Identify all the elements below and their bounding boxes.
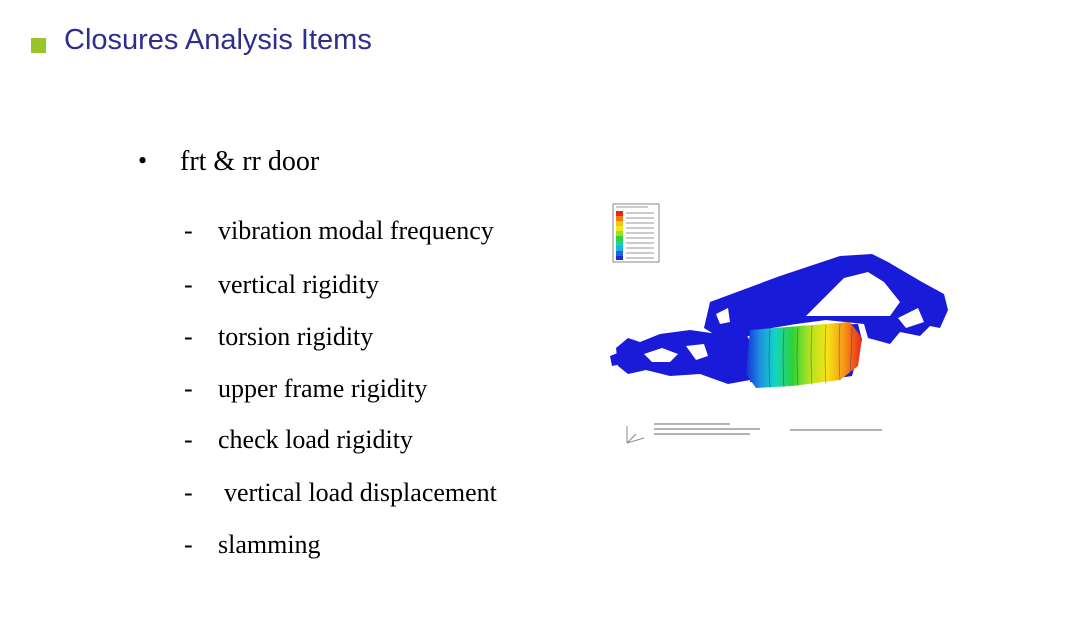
slide-title: Closures Analysis Items [64, 24, 372, 56]
subitem-dash: - [184, 374, 193, 403]
viewport-triad [626, 426, 645, 444]
subitem-dash: - [184, 322, 193, 351]
bullet-text: frt & rr door [180, 146, 320, 177]
subitem-text: torsion rigidity [218, 322, 374, 351]
subitem-text: upper frame rigidity [218, 374, 428, 403]
contour-legend [612, 203, 660, 263]
title-marker [31, 38, 46, 53]
subitem-dash: - [184, 425, 193, 454]
subitem-dash: - [184, 270, 193, 299]
subitem-text: check load rigidity [218, 425, 413, 454]
subitem-dash: - [184, 530, 193, 559]
subitem-vertical-rigidity: -vertical rigidity [184, 270, 379, 300]
subitem-vibration-modal-frequency: -vibration modal frequency [184, 216, 494, 246]
subitem-text: vibration modal frequency [218, 216, 494, 245]
subitem-check-load-rigidity: -check load rigidity [184, 425, 413, 455]
viewport-caption [654, 423, 882, 435]
door-contour [746, 322, 862, 389]
subitem-torsion-rigidity: -torsion rigidity [184, 322, 373, 352]
subitem-upper-frame-rigidity: -upper frame rigidity [184, 374, 427, 404]
subitem-text: vertical load displacement [224, 478, 497, 507]
subitem-slamming: -slamming [184, 530, 321, 560]
subitem-text: slamming [218, 530, 321, 559]
subitem-text: vertical rigidity [218, 270, 380, 299]
fea-door-contour-figure [610, 203, 948, 444]
subitem-dash: - [184, 216, 193, 245]
subitem-vertical-load-displacement: - vertical load displacement [184, 478, 497, 508]
bullet-glyph: • [138, 146, 148, 175]
subitem-dash: - [184, 478, 193, 507]
